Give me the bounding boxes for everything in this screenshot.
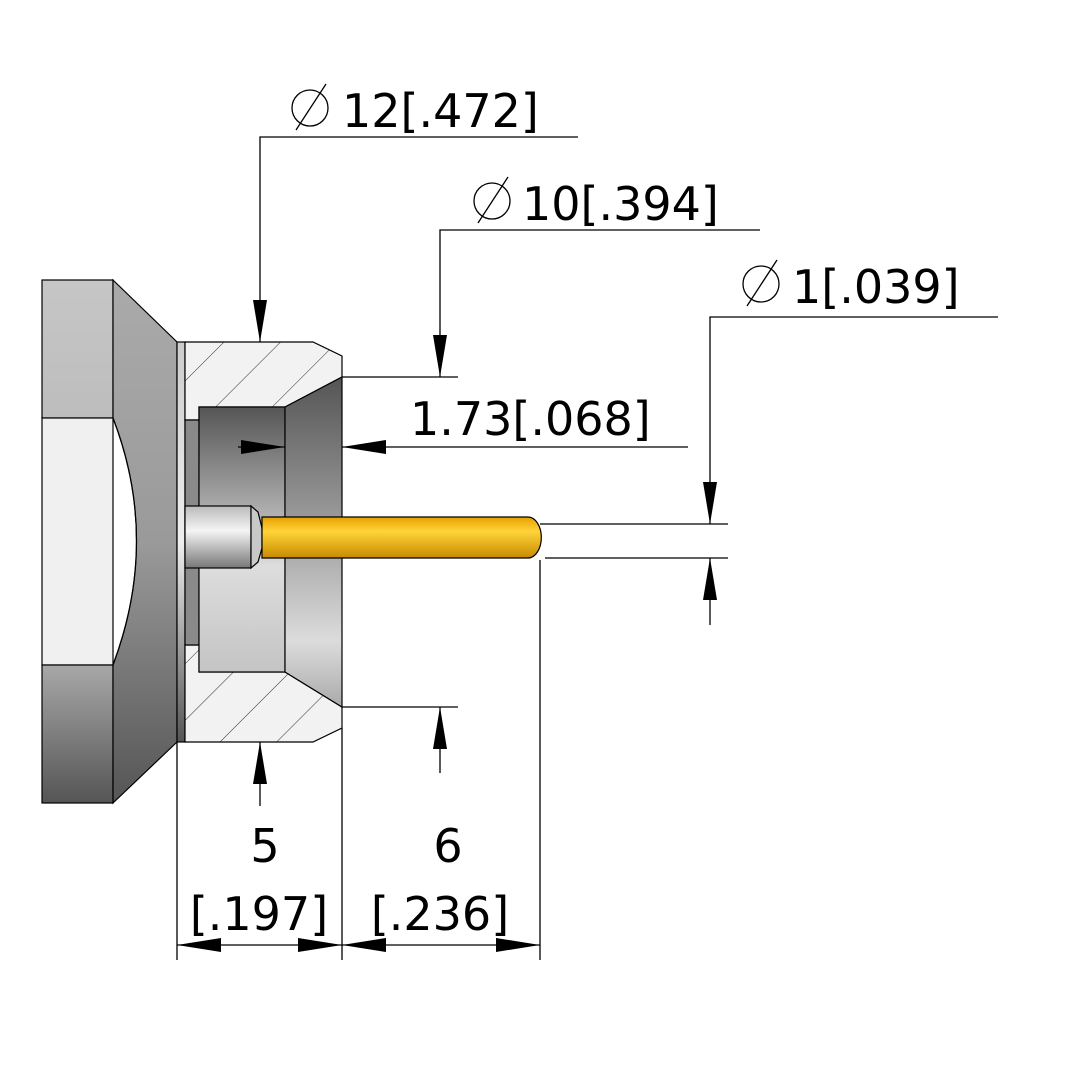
- outer-diameter-label: 12[.472]: [342, 84, 539, 138]
- diameter-icon: [473, 176, 511, 224]
- dimension-lines: [176, 136, 998, 960]
- body-length-metric: 5: [250, 819, 279, 873]
- contact-pin: [184, 504, 542, 570]
- washer: [176, 341, 186, 743]
- inner-diameter-label: 10[.394]: [522, 177, 719, 231]
- diameter-icon: [291, 83, 329, 131]
- recess-depth-label: 1.73[.068]: [410, 392, 651, 446]
- pin-diameter-label: 1[.039]: [792, 260, 960, 314]
- pin-protrusion-imperial: [.236]: [371, 887, 509, 941]
- hex-nut: [41, 278, 178, 805]
- diameter-icon: [742, 259, 780, 307]
- pin-protrusion-metric: 6: [433, 819, 462, 873]
- body-length-imperial: [.197]: [190, 887, 328, 941]
